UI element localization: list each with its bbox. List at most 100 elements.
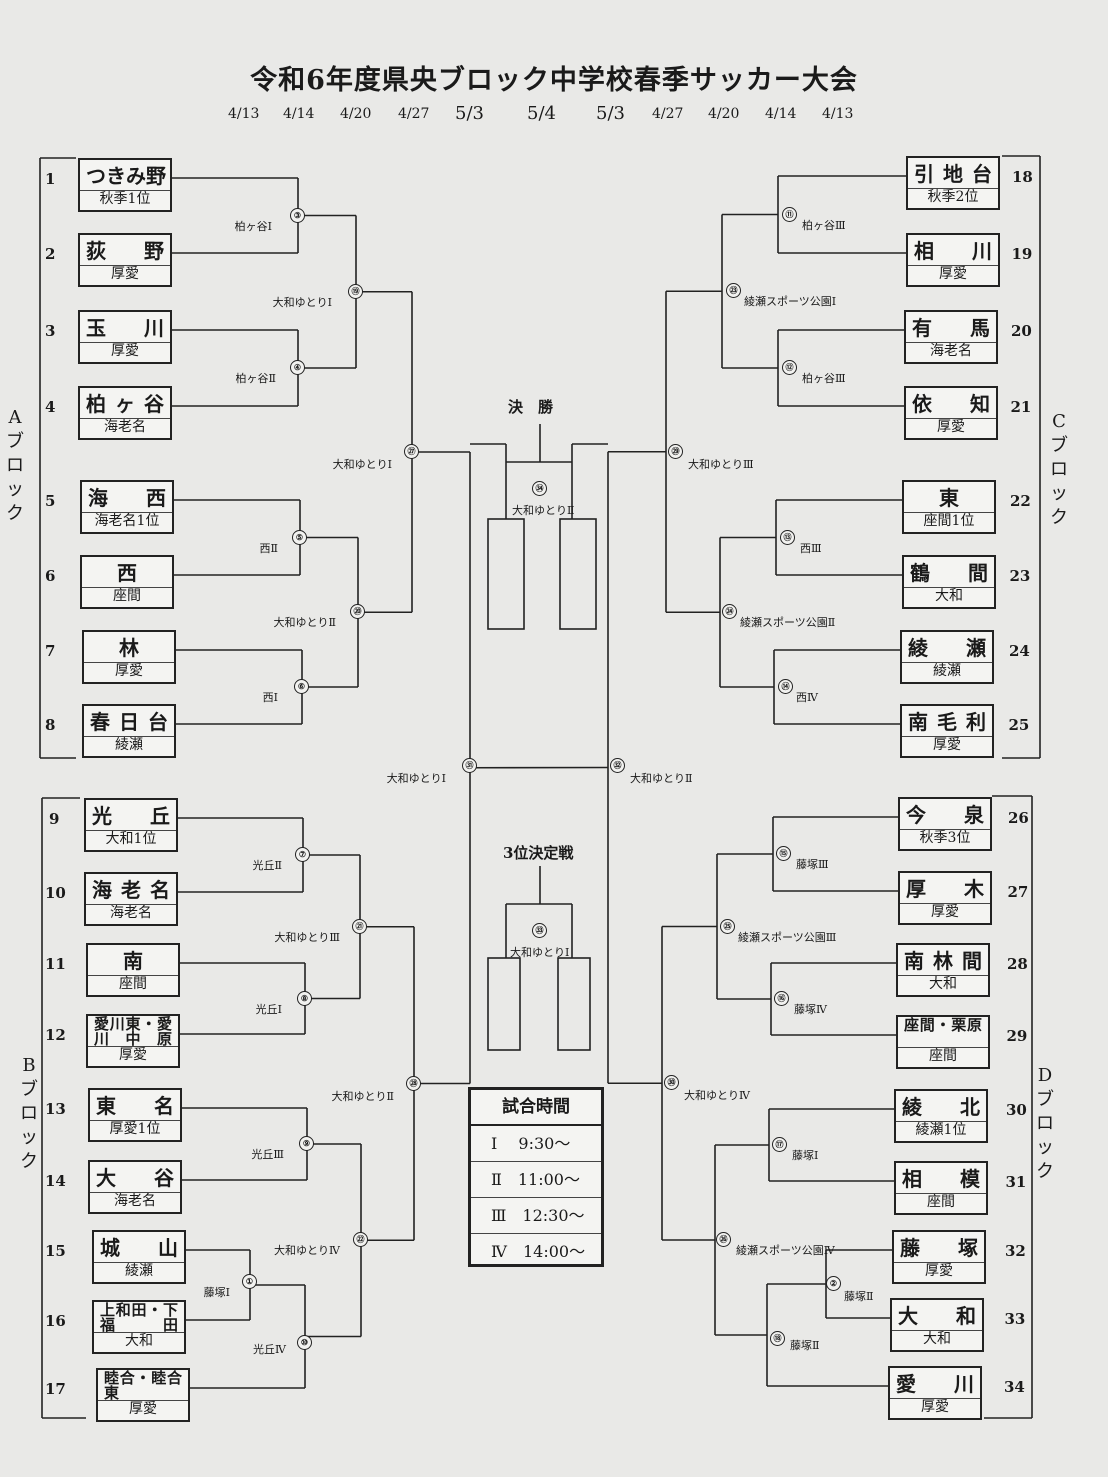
team-name: 荻 野 xyxy=(80,235,170,266)
team-box: 愛 川厚愛 xyxy=(888,1366,982,1420)
match-time-row: Ⅰ 9:30〜 xyxy=(471,1126,601,1162)
team-name: 西 xyxy=(82,557,172,588)
round-date: 4/14 xyxy=(765,106,797,122)
match-venue: 綾瀬スポーツ公園Ⅳ xyxy=(736,1244,835,1257)
team-box: 城 山綾瀬 xyxy=(92,1230,186,1284)
team-affiliation: 秋季2位 xyxy=(927,189,979,205)
match-box xyxy=(557,957,591,1051)
team-affiliation: 厚愛 xyxy=(939,266,967,282)
third-place-label: 3位決定戦 xyxy=(503,844,574,862)
team-name: 城 山 xyxy=(94,1232,184,1263)
match-venue: 藤塚Ⅱ xyxy=(844,1290,874,1303)
match-number: ㉘ xyxy=(406,1075,421,1091)
team-box: 相 模座間 xyxy=(894,1161,988,1215)
team-affiliation: 座間 xyxy=(927,1194,955,1210)
team-affiliation: 海老名 xyxy=(114,1193,156,1209)
team-name: 依 知 xyxy=(906,388,996,419)
seed-number: 26 xyxy=(1008,809,1029,827)
team-affiliation: 厚愛 xyxy=(925,1263,953,1279)
team-affiliation: 大和 xyxy=(929,976,957,992)
seed-number: 16 xyxy=(45,1312,66,1330)
match-venue: 西Ⅲ xyxy=(800,541,822,555)
block-label-a: Aブロック xyxy=(6,407,24,524)
team-box: 東 名厚愛1位 xyxy=(88,1088,182,1142)
match-number: ⑧ xyxy=(297,990,312,1006)
team-box: 春日台綾瀬 xyxy=(82,704,176,758)
seed-number: 14 xyxy=(45,1172,66,1190)
team-name: 綾北 xyxy=(896,1091,986,1122)
team-name: 東 xyxy=(904,482,994,513)
match-number: ⑮ xyxy=(776,846,791,861)
team-name: 有 馬 xyxy=(906,312,996,343)
match-number: ㉓ xyxy=(726,283,741,299)
seed-number: 27 xyxy=(1007,883,1029,901)
match-venue: 藤塚Ⅰ xyxy=(792,1149,819,1162)
team-box: 南座間 xyxy=(86,943,180,997)
match-time-row: Ⅲ 12:30〜 xyxy=(471,1198,601,1234)
match-number: ㉑ xyxy=(352,918,367,934)
team-affiliation: 座間 xyxy=(119,976,147,992)
match-time-row: Ⅳ 14:00〜 xyxy=(491,1242,586,1261)
round-date: 5/3 xyxy=(455,103,484,124)
team-name: 愛 川 xyxy=(890,1368,980,1399)
round-date: 4/20 xyxy=(708,106,740,122)
match-number: ⑰ xyxy=(772,1137,787,1152)
team-name: 春日台 xyxy=(84,706,174,737)
team-box: 海 西海老名1位 xyxy=(80,480,174,534)
seed-number: 6 xyxy=(45,567,56,585)
match-venue: 柏ヶ谷Ⅰ xyxy=(234,219,272,233)
match-number: ② xyxy=(826,1276,841,1291)
team-box: 引地台秋季2位 xyxy=(906,156,1000,210)
match-number: ⑦ xyxy=(295,847,310,862)
match-number: ⑱ xyxy=(770,1331,785,1346)
match-venue: 大和ゆとりⅣ xyxy=(684,1089,750,1103)
team-box: 柏ヶ谷海老名 xyxy=(78,386,172,440)
team-box: 上和田・下福田大和 xyxy=(92,1300,186,1354)
match-number: ⑳ xyxy=(350,604,365,620)
team-affiliation: 海老名 xyxy=(104,419,146,435)
seed-number: 15 xyxy=(45,1242,66,1260)
seed-number: 17 xyxy=(45,1380,66,1398)
team-affiliation: 厚愛 xyxy=(119,1047,147,1063)
match-number: ⑭ xyxy=(778,679,793,694)
team-name: 大 和 xyxy=(892,1300,982,1331)
match-number: ⑫ xyxy=(782,360,797,375)
team-name: 藤 塚 xyxy=(894,1232,984,1263)
team-name: 厚 木 xyxy=(900,873,990,904)
round-date: 4/20 xyxy=(340,106,372,122)
seed-number: 28 xyxy=(1007,955,1028,973)
match-venue: 大和ゆとりⅣ xyxy=(274,1244,340,1258)
team-box: 綾 瀬綾瀬 xyxy=(900,630,994,684)
team-name: 大 谷 xyxy=(90,1162,180,1193)
match-venue: 大和ゆとりⅠ xyxy=(332,458,392,471)
team-affiliation: 大和 xyxy=(125,1333,153,1349)
team-box: 南林間大和 xyxy=(896,943,990,997)
team-box: 座間・栗原座間 xyxy=(896,1015,990,1069)
team-box: 睦合・睦合東厚愛 xyxy=(96,1368,190,1422)
team-box: つきみ野秋季1位 xyxy=(78,158,172,212)
seed-number: 20 xyxy=(1011,322,1032,340)
match-time-row: Ⅱ 11:00〜 xyxy=(471,1162,601,1198)
seed-number: 21 xyxy=(1010,398,1032,416)
match-number: ⑥ xyxy=(294,679,309,694)
match-number: ㉞ xyxy=(532,481,547,496)
round-date: 4/27 xyxy=(398,106,430,122)
team-affiliation: 厚愛1位 xyxy=(109,1121,161,1137)
team-affiliation: 座間 xyxy=(929,1048,957,1064)
team-box: 大 谷海老名 xyxy=(88,1160,182,1214)
match-number: ⑨ xyxy=(299,1136,314,1151)
match-number: ④ xyxy=(290,360,305,375)
team-box: 依 知厚愛 xyxy=(904,386,998,440)
seed-number: 7 xyxy=(45,642,56,660)
seed-number: 30 xyxy=(1006,1101,1027,1119)
match-number: ㉗ xyxy=(404,444,419,459)
team-name: 相 模 xyxy=(896,1163,986,1194)
seed-number: 1 xyxy=(45,170,56,188)
match-number: ㉔ xyxy=(722,604,737,620)
match-venue: 大和ゆとりⅠ xyxy=(386,771,446,785)
block-label-b: Bブロック xyxy=(20,1055,38,1172)
team-affiliation: 大和 xyxy=(923,1331,951,1347)
round-date: 4/27 xyxy=(652,106,684,122)
team-affiliation: 綾瀬 xyxy=(933,663,961,679)
